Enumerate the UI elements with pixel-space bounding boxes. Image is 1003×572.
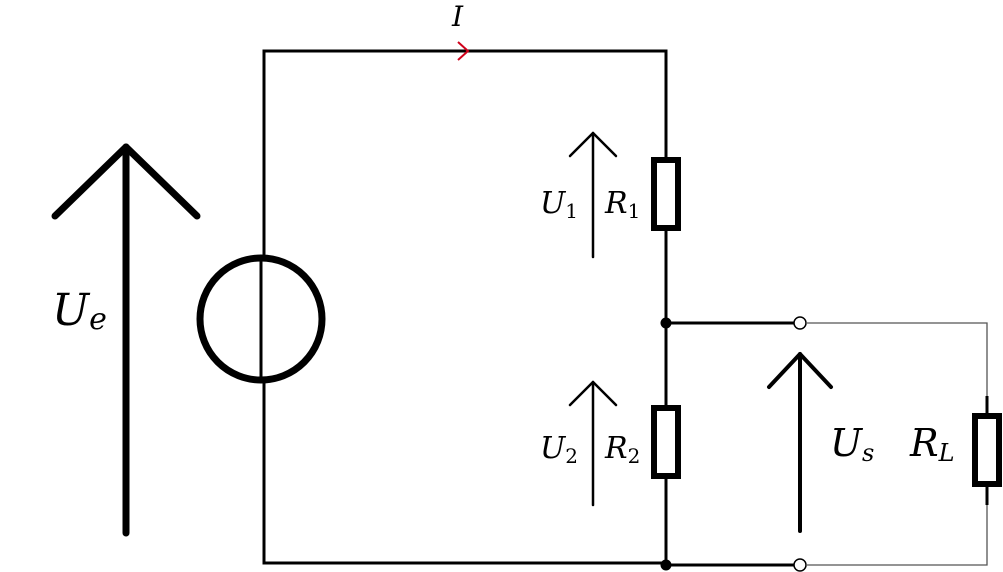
junction-top <box>660 317 672 329</box>
current-arrow-icon <box>457 41 470 61</box>
current-label: I <box>451 0 464 33</box>
resistor-r1 <box>651 157 681 231</box>
output-voltage-arrow-icon <box>767 352 833 533</box>
source-voltage-arrow-icon <box>51 143 201 537</box>
u2-label: U2 <box>540 431 578 468</box>
main-circuit-wires <box>262 49 796 567</box>
junction-bottom <box>660 559 672 571</box>
u2-voltage-arrow-icon <box>568 380 618 507</box>
output-terminal-top <box>793 316 807 330</box>
r2-label: R2 <box>604 431 640 468</box>
resistor-r2 <box>651 405 681 479</box>
output-terminal-bottom <box>793 558 807 572</box>
r1-label: R1 <box>604 186 640 223</box>
load-resistor-rl <box>972 413 1002 487</box>
load-resistor-label: RL <box>909 421 955 467</box>
source-voltage-label: Ue <box>52 285 107 337</box>
u1-voltage-arrow-icon <box>568 131 618 259</box>
top-wire <box>262 49 668 257</box>
output-voltage-label: Us <box>830 421 874 467</box>
voltage-source <box>196 254 326 384</box>
u1-label: U1 <box>540 186 578 223</box>
load-wires <box>806 322 989 566</box>
